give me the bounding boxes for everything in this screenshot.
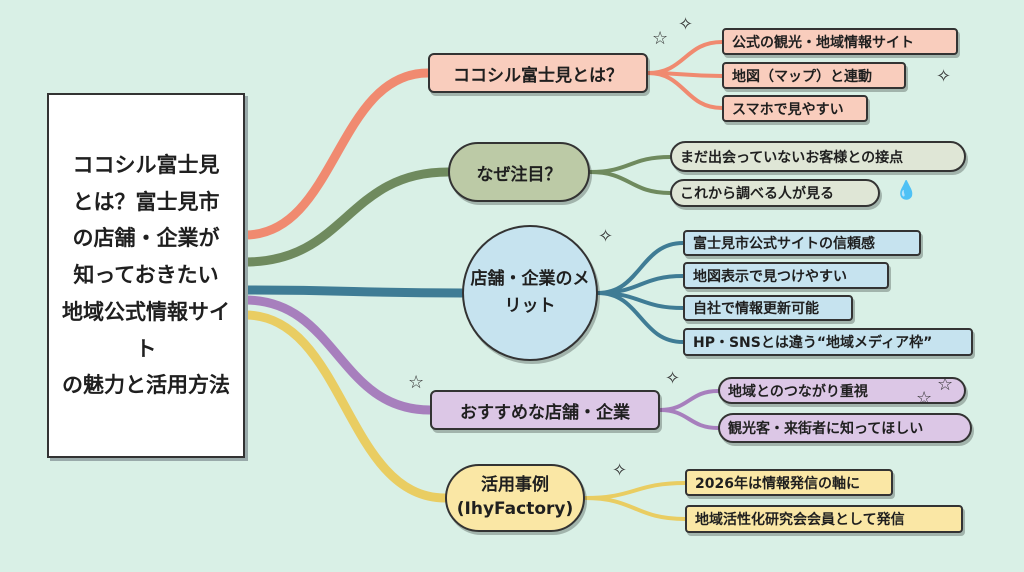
leaf: 公式の観光・地域情報サイト — [722, 28, 958, 55]
leaf: スマホで見やすい — [722, 95, 868, 122]
branch-recommended[interactable]: おすすめな店舗・企業 — [430, 390, 660, 430]
connector — [240, 68, 433, 240]
connector — [240, 295, 435, 415]
connector — [658, 389, 720, 412]
leaf: 2026年は情報発信の軸に — [685, 469, 893, 496]
star-icon: ☆ — [408, 372, 425, 393]
leaf: 地図表示で見つけやすい — [683, 262, 889, 289]
connector — [588, 155, 672, 174]
branch-case[interactable]: 活用事例 (IhyFactory) — [445, 464, 585, 532]
star-icon: ☆ — [652, 28, 669, 49]
sparkle-icon: ✧ — [598, 226, 614, 247]
star-icon: ☆ — [937, 374, 954, 395]
leaf: 地域とのつながり重視 — [718, 377, 966, 404]
connector — [583, 481, 687, 500]
connector — [240, 310, 450, 503]
leaf: 富士見市公式サイトの信頼感 — [683, 230, 921, 256]
connector — [583, 496, 687, 521]
central-topic: ココシル富士見 とは？富士見市 の店舗・企業が 知っておきたい 地域公式情報サイ… — [47, 93, 245, 458]
connector — [588, 170, 672, 195]
connector — [596, 274, 685, 295]
connector — [646, 71, 724, 110]
connector — [596, 291, 685, 344]
connector — [240, 167, 453, 267]
droplet-icon: 💧 — [895, 180, 918, 201]
star-icon: ☆ — [916, 388, 933, 409]
leaf: 自社で情報更新可能 — [683, 295, 853, 321]
sparkle-icon: ✧ — [678, 14, 694, 35]
branch-merits[interactable]: 店舗・企業のメリット — [462, 225, 598, 361]
connector — [658, 408, 720, 430]
leaf: まだ出会っていないお客様との接点 — [670, 141, 966, 172]
leaf: これから調べる人が見る — [670, 179, 880, 207]
branch-about[interactable]: ココシル富士見とは？ — [428, 53, 648, 93]
leaf: 地図（マップ）と連動 — [722, 62, 906, 89]
connector — [240, 285, 467, 298]
sparkle-icon: ✧ — [612, 460, 628, 481]
sparkle-icon: ✧ — [665, 368, 681, 389]
branch-why[interactable]: なぜ注目？ — [448, 142, 590, 202]
sparkle-icon: ✧ — [936, 66, 952, 87]
leaf: 地域活性化研究会会員として発信 — [685, 505, 963, 533]
leaf: 観光客・来街者に知ってほしい — [718, 413, 972, 443]
leaf: HP・SNSとは違う“地域メディア枠” — [683, 328, 973, 356]
